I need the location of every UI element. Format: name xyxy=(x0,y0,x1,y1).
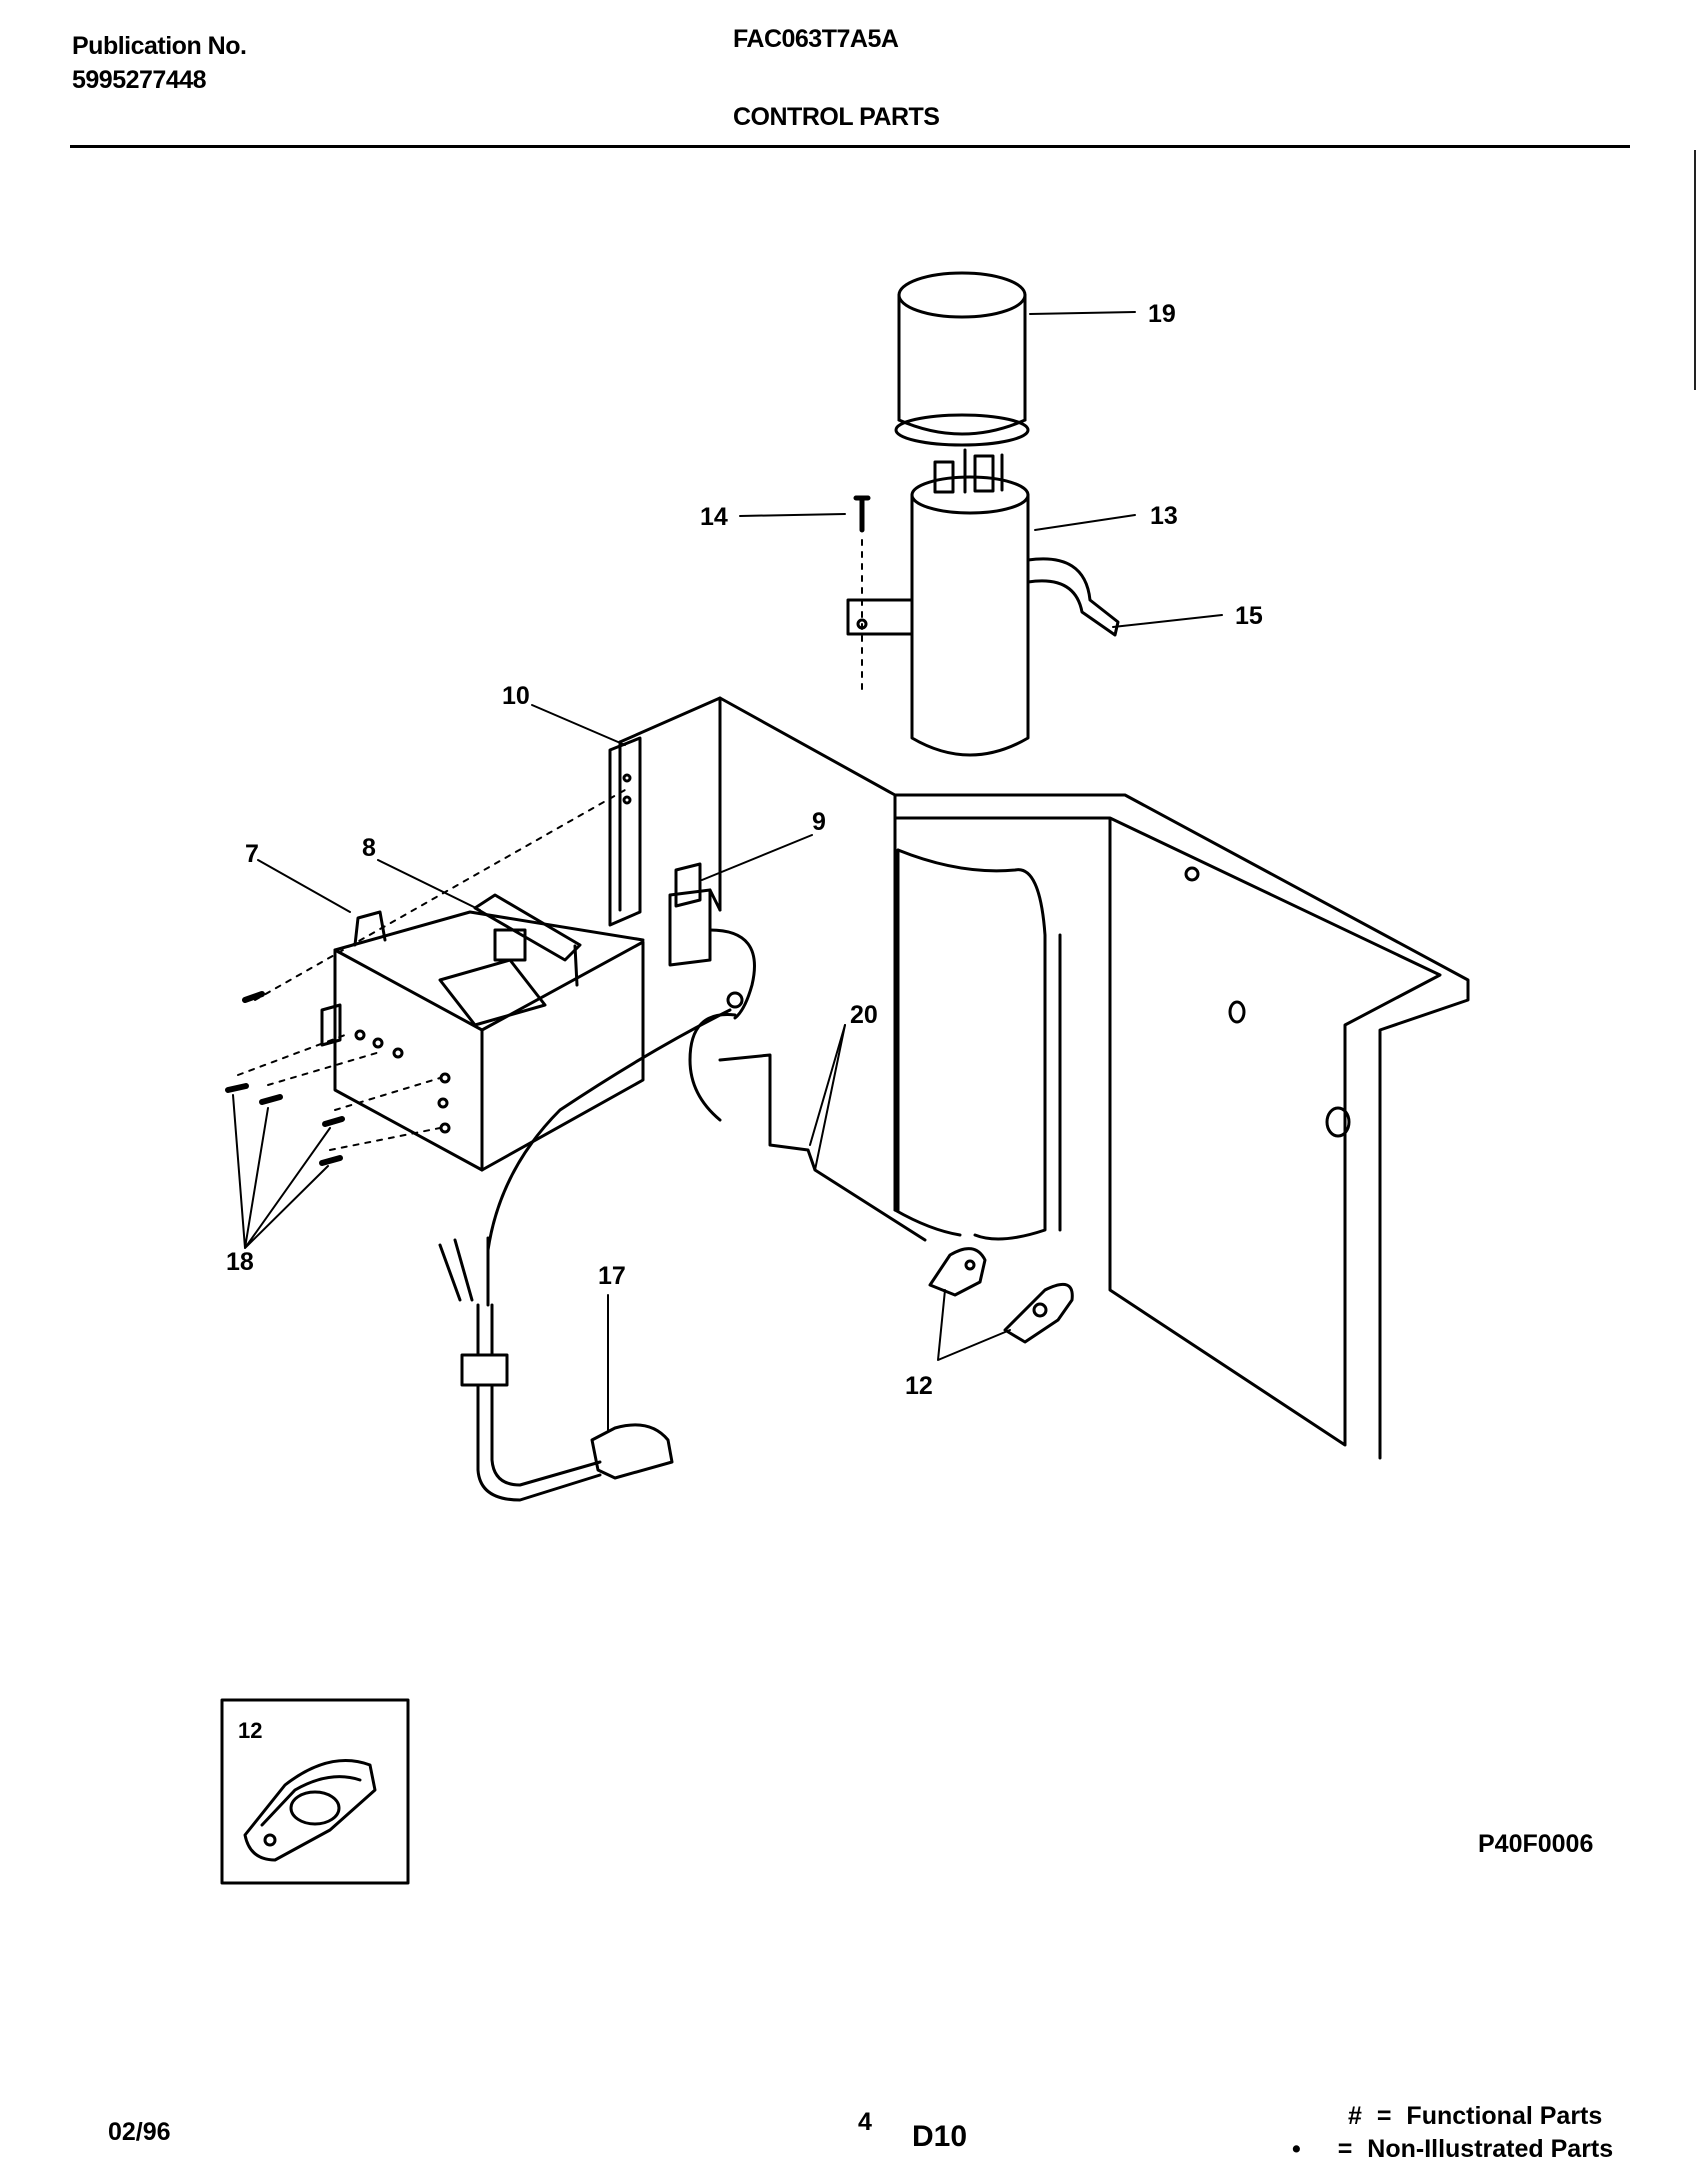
inset-callout-12: 12 xyxy=(238,1718,262,1743)
callout-leaders xyxy=(257,311,1223,1431)
callout-20: 20 xyxy=(850,1001,878,1029)
figure-code: P40F0006 xyxy=(1478,1830,1594,1858)
thermistor-clips-part xyxy=(928,1247,1074,1344)
control-box-part xyxy=(320,910,645,1172)
callout-18-leaders xyxy=(232,1094,331,1249)
power-cord-part xyxy=(438,1236,674,1502)
callout-12: 12 xyxy=(905,1372,933,1400)
screws-part xyxy=(237,789,626,1151)
legend-functional-parts: # = Functional Parts xyxy=(1348,2102,1602,2131)
screw-part xyxy=(853,495,871,691)
callout-15: 15 xyxy=(1235,602,1263,630)
capacitor-part xyxy=(910,448,1030,757)
control-bulkhead-panel xyxy=(618,696,1470,1460)
wiring-harness-part xyxy=(486,991,927,1252)
callout-9: 9 xyxy=(812,808,826,836)
footer-date: 02/96 xyxy=(108,2118,171,2146)
section-title: CONTROL PARTS xyxy=(733,103,940,131)
legend-symbol: # xyxy=(1348,2102,1362,2130)
capacitor-cap-part xyxy=(894,271,1030,447)
publication-label: Publication No. xyxy=(72,32,247,60)
switch-part xyxy=(668,862,756,1020)
header-rule xyxy=(70,145,1630,148)
relay-board-part xyxy=(608,736,642,927)
callout-13: 13 xyxy=(1150,502,1178,530)
screw-heads xyxy=(225,991,345,1166)
legend-separator: = xyxy=(1337,2135,1353,2163)
model-number: FAC063T7A5A xyxy=(733,25,899,53)
thermostat-part xyxy=(438,893,582,1027)
legend-text: Functional Parts xyxy=(1406,2102,1603,2130)
callout-8: 8 xyxy=(362,834,376,862)
legend-text: Non-Illustrated Parts xyxy=(1367,2135,1614,2163)
footer-code: D10 xyxy=(912,2120,968,2153)
page-edge-mark xyxy=(1694,150,1696,390)
callout-18: 18 xyxy=(226,1248,254,1276)
legend-symbol: • xyxy=(1292,2135,1301,2163)
strap-part xyxy=(1026,557,1120,637)
inset-part-12 xyxy=(220,1698,410,1885)
capacitor-bracket xyxy=(846,598,914,636)
air-duct xyxy=(896,848,1062,1241)
legend-separator: = xyxy=(1376,2102,1392,2130)
callout-17: 17 xyxy=(598,1262,626,1290)
callout-14: 14 xyxy=(700,503,728,531)
callout-10: 10 xyxy=(502,682,530,710)
callout-19: 19 xyxy=(1148,300,1176,328)
legend-non-illustrated-parts: • = Non-Illustrated Parts xyxy=(1292,2135,1613,2164)
footer-page-number: 4 xyxy=(858,2108,872,2136)
callout-7: 7 xyxy=(245,840,259,868)
publication-number: 5995277448 xyxy=(72,66,207,94)
